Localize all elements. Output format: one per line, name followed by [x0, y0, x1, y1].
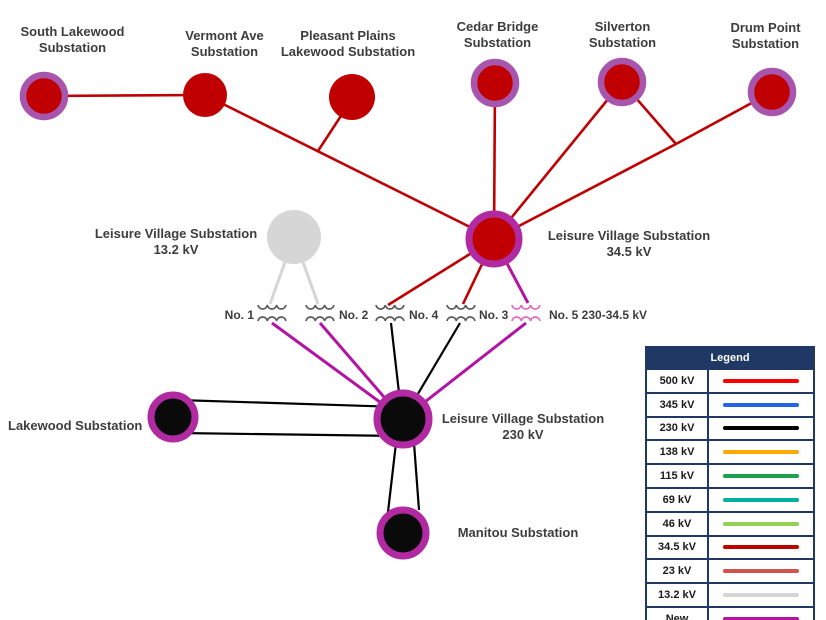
legend-row-line-cell: [709, 608, 813, 620]
transformer1-coil: [257, 304, 287, 322]
legend-row: New: [647, 605, 813, 620]
legend-row: 230 kV: [647, 415, 813, 440]
edge-lv230-manitou-circuit2: [412, 442, 421, 511]
legend-line-sample: [723, 474, 799, 479]
node-silverton: [597, 57, 647, 107]
label-transformer-4: No. 4: [409, 308, 439, 322]
node-leisure-village-13-2: [267, 210, 321, 264]
node-drum-point: [747, 67, 797, 117]
node-leisure-village-230: [373, 389, 433, 449]
legend-row: 34.5 kV: [647, 534, 813, 559]
legend-row-line-cell: [709, 489, 813, 511]
legend-row-line-cell: [709, 513, 813, 535]
edge-vermont-lv345: [204, 93, 495, 241]
legend-row-label: 23 kV: [647, 560, 709, 583]
legend-row-label: 115 kV: [647, 465, 709, 487]
legend-line-sample: [723, 497, 799, 502]
legend-row: 69 kV: [647, 486, 813, 511]
legend-line-sample: [723, 616, 799, 620]
legend-row-line-cell: [709, 370, 813, 392]
edge-lakewood-lv230-circuit2: [177, 431, 401, 438]
legend-line-sample: [723, 450, 799, 455]
legend-row-label: 138 kV: [647, 441, 709, 464]
transformer-coils: [257, 304, 541, 322]
node-vermont-ave: [183, 73, 227, 117]
node-pleasant-plains: [329, 74, 375, 120]
legend-line-sample: [723, 593, 799, 598]
legend-row: 345 kV: [647, 391, 813, 416]
legend-row-label: 13.2 kV: [647, 584, 709, 606]
legend-line-sample: [723, 545, 799, 550]
node-cedar-bridge: [470, 58, 520, 108]
legend-row-label: New: [647, 607, 709, 620]
legend-row: 46 kV: [647, 510, 813, 535]
legend-row: 500 kV: [647, 368, 813, 392]
legend-row-label: 46 kV: [647, 512, 709, 535]
label-transformer-1: No. 1: [224, 308, 254, 322]
edges-230kv: [177, 322, 461, 513]
legend-row-line-cell: [709, 394, 813, 416]
transformer3-coil: [446, 304, 476, 322]
legend-row: 115 kV: [647, 463, 813, 487]
edge-lv230-manitou-circuit1: [386, 442, 398, 513]
legend-row: 13.2 kV: [647, 582, 813, 606]
legend-row-line-cell: [709, 537, 813, 559]
label-lakewood: Lakewood Substation: [8, 418, 143, 433]
edge-silverton-lv345: [492, 81, 624, 240]
legend-row: 138 kV: [647, 439, 813, 464]
legend-row-line-cell: [709, 560, 813, 582]
transformer2-coil: [305, 304, 335, 322]
node-lakewood: [147, 391, 199, 443]
legend-row-label: 230 kV: [647, 417, 709, 440]
substation-nodes: [19, 57, 797, 560]
transformer4-coil: [375, 304, 405, 322]
transformer5-coil: [511, 304, 541, 322]
label-transformer-5: No. 5 230-34.5 kV: [549, 308, 648, 322]
legend-row-label: 500 kV: [647, 370, 709, 392]
legend-row-line-cell: [709, 418, 813, 440]
legend-row-label: 34.5 kV: [647, 536, 709, 559]
legend-row-label: 69 kV: [647, 488, 709, 511]
node-leisure-village-34-5: [465, 210, 523, 268]
legend-row-line-cell: [709, 584, 813, 606]
edge-lakewood-lv230-circuit1: [177, 398, 401, 409]
label-manitou: Manitou Substation: [457, 525, 579, 540]
edge-southlakewood-vermont: [43, 93, 206, 98]
edge-junction-lv345: [493, 142, 677, 241]
label-transformer-3: No. 3: [479, 308, 509, 322]
edges-34-5kv: [43, 81, 773, 307]
label-transformer-2: No. 2: [339, 308, 369, 322]
node-manitou: [376, 506, 430, 560]
legend-line-sample: [723, 378, 799, 383]
legend-line-sample: [723, 569, 799, 574]
legend-line-sample: [723, 426, 799, 431]
legend-row-label: 345 kV: [647, 393, 709, 416]
legend-title: Legend: [647, 348, 813, 368]
legend-line-sample: [723, 521, 799, 526]
legend-row: 23 kV: [647, 558, 813, 583]
node-south-lakewood: [19, 71, 69, 121]
legend-row-line-cell: [709, 465, 813, 487]
legend-line-sample: [723, 402, 799, 407]
legend-row-line-cell: [709, 441, 813, 463]
